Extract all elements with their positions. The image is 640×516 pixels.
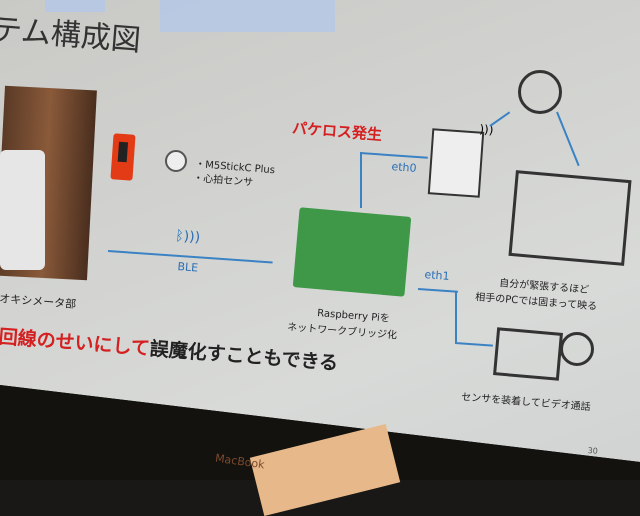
globe-icon xyxy=(518,70,562,114)
eth1-line xyxy=(455,292,457,342)
m5stick-image xyxy=(110,133,136,181)
heart-sensor-image xyxy=(165,150,187,172)
laptop-user-icon xyxy=(493,327,563,381)
router-icon xyxy=(427,128,485,198)
window-glare xyxy=(160,0,335,32)
ble-label: BLE xyxy=(176,260,199,275)
person-icon xyxy=(560,332,594,366)
eth0-line xyxy=(360,152,362,208)
eth0-label: eth0 xyxy=(390,160,417,175)
video-call-laptop-icon xyxy=(508,170,632,266)
oximeter-device xyxy=(0,150,45,270)
eth1-label: eth1 xyxy=(423,268,450,283)
page-number: 30 xyxy=(587,446,599,456)
bluetooth-icon: ᛒ))) xyxy=(174,228,201,246)
window-glare xyxy=(45,0,105,12)
raspberry-pi-image xyxy=(292,207,412,297)
